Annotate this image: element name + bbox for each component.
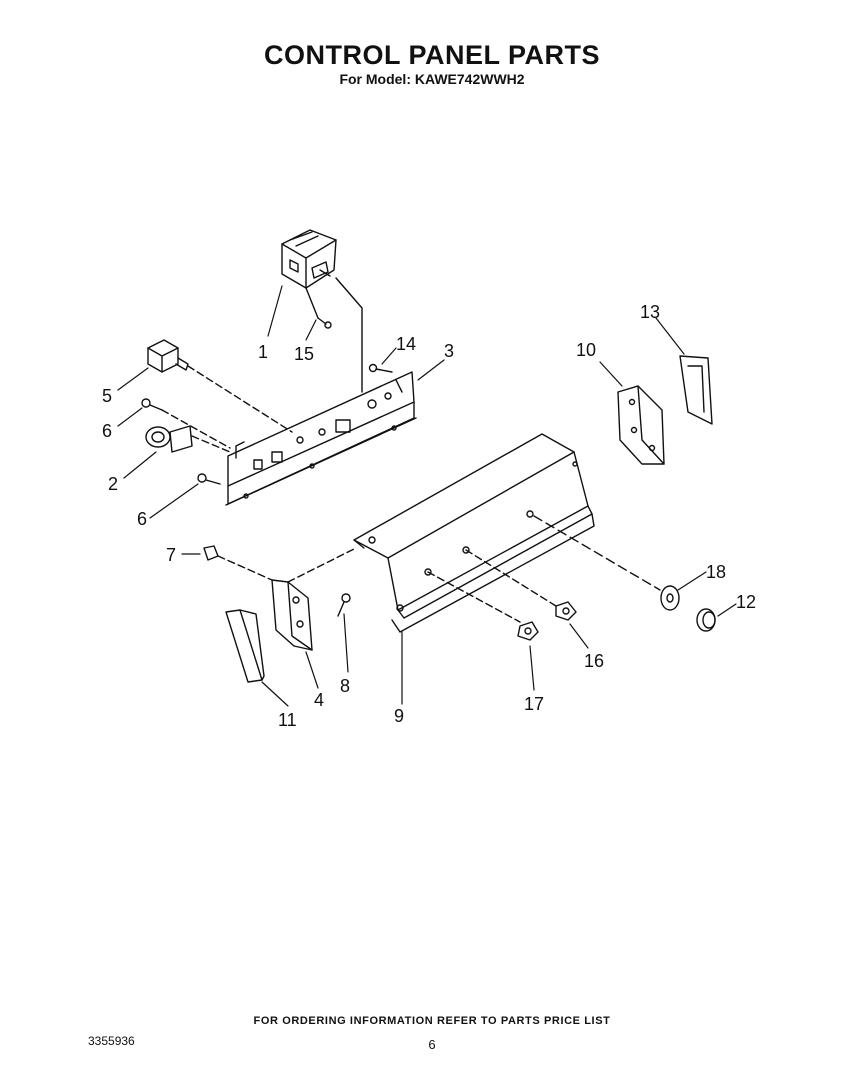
callout-6-lower: 6 (137, 509, 147, 529)
part-7-clip (203, 545, 357, 583)
callout-8: 8 (340, 676, 350, 696)
callout-5: 5 (102, 386, 112, 406)
callout-11: 11 (278, 710, 297, 730)
part-12-knob (696, 608, 716, 632)
callout-14: 14 (396, 334, 416, 354)
part-1-timer (281, 229, 363, 393)
part-13-end-cap (679, 355, 713, 425)
ordering-info-note: FOR ORDERING INFORMATION REFER TO PARTS … (253, 1015, 611, 1027)
part-2-knob-switch (145, 425, 231, 453)
part-18-washer (660, 585, 680, 611)
part-10-bracket (617, 385, 665, 465)
callout-labels: 1 15 14 3 5 6 2 6 7 10 13 18 12 16 17 9 … (102, 302, 756, 730)
model-subtitle: For Model: KAWE742WWH2 (339, 71, 525, 87)
callout-15: 15 (294, 344, 314, 364)
callout-12: 12 (736, 592, 756, 612)
page-title: CONTROL PANEL PARTS (263, 40, 601, 70)
leader-lines (117, 285, 737, 707)
callout-18: 18 (706, 562, 726, 582)
part-11-end-cap (225, 609, 265, 683)
callout-13: 13 (640, 302, 660, 322)
callout-4: 4 (314, 690, 324, 710)
part-14-screw (368, 363, 393, 373)
callout-1: 1 (258, 342, 268, 362)
callout-3: 3 (444, 341, 454, 361)
part-4-end-bracket (271, 579, 313, 651)
document-number: 3355936 (88, 1034, 135, 1048)
part-16-nut (555, 601, 577, 621)
callout-10: 10 (576, 340, 596, 360)
part-9-console-panel (353, 433, 661, 633)
callout-7: 7 (166, 545, 176, 565)
part-8-screw (337, 593, 351, 617)
callout-6-upper: 6 (102, 421, 112, 441)
callout-17: 17 (524, 694, 544, 714)
callout-9: 9 (394, 706, 404, 726)
callout-16: 16 (584, 651, 604, 671)
part-3-console-bracket (225, 371, 417, 506)
part-17-nut (517, 621, 539, 641)
page-number: 6 (428, 1037, 436, 1052)
callout-2: 2 (108, 474, 118, 494)
part-5-switch (147, 339, 293, 433)
part-6-screw-lower (197, 473, 221, 485)
part-6-screw-upper (141, 398, 231, 449)
